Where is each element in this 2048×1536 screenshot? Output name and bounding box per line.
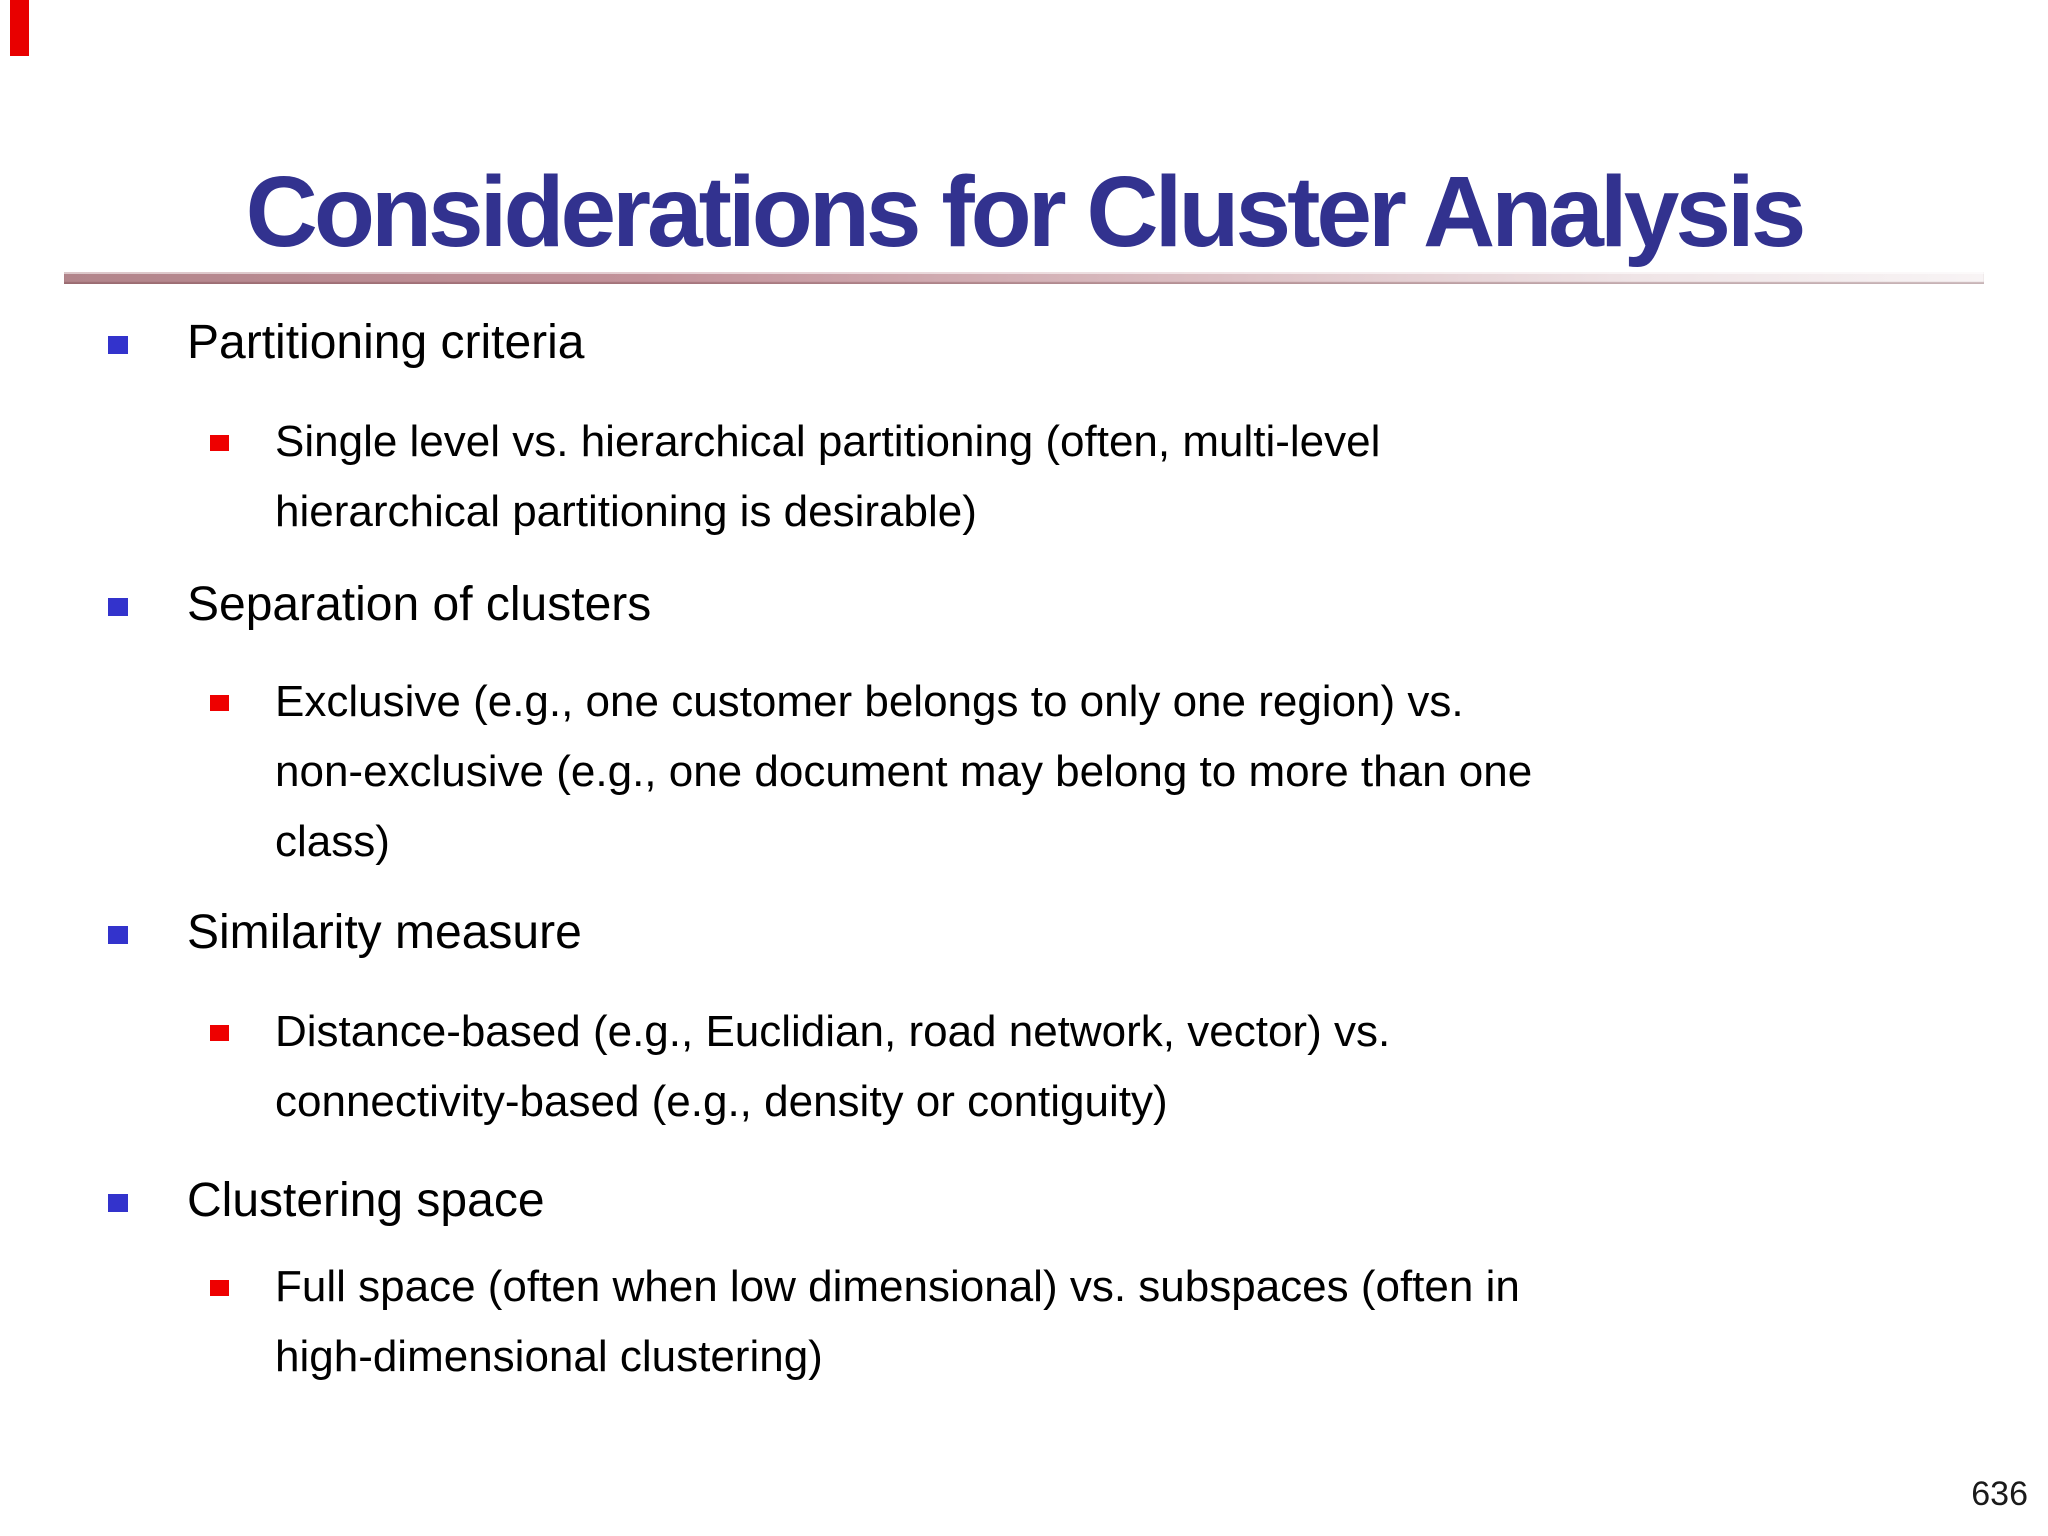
sub-bullet-line: hierarchical partitioning is desirable) bbox=[275, 487, 977, 536]
square-bullet-icon bbox=[108, 926, 128, 944]
sub-bullet-line: class) bbox=[275, 817, 390, 866]
bullet-item-level2: Distance-based (e.g., Euclidian, road ne… bbox=[0, 997, 2048, 1137]
sub-bullet-line: high-dimensional clustering) bbox=[275, 1332, 823, 1381]
bullet-label: Partitioning criteria bbox=[187, 316, 585, 369]
square-sub-bullet-icon bbox=[210, 1280, 229, 1296]
corner-accent-bar bbox=[10, 0, 29, 56]
bullet-label: Separation of clusters bbox=[187, 578, 652, 631]
square-bullet-icon bbox=[108, 1194, 128, 1212]
sub-bullet-line: Single level vs. hierarchical partitioni… bbox=[275, 417, 1381, 466]
bullet-item-level1: Clustering space bbox=[0, 1170, 2048, 1232]
bullet-item-level2: Single level vs. hierarchical partitioni… bbox=[0, 407, 2048, 547]
square-bullet-icon bbox=[108, 598, 128, 616]
square-bullet-icon bbox=[108, 336, 128, 354]
title-underline-rule bbox=[64, 272, 1984, 284]
bullet-item-level1: Separation of clusters bbox=[0, 574, 2048, 636]
sub-bullet-line: Distance-based (e.g., Euclidian, road ne… bbox=[275, 1007, 1391, 1056]
square-sub-bullet-icon bbox=[210, 1025, 229, 1041]
sub-bullet-line: connectivity-based (e.g., density or con… bbox=[275, 1077, 1168, 1126]
sub-bullet-line: Exclusive (e.g., one customer belongs to… bbox=[275, 677, 1464, 726]
slide-title: Considerations for Cluster Analysis bbox=[245, 156, 1807, 268]
bullet-item-level2: Exclusive (e.g., one customer belongs to… bbox=[0, 667, 2048, 877]
bullet-item-level1: Similarity measure bbox=[0, 902, 2048, 964]
sub-bullet-text: Full space (often when low dimensional) … bbox=[275, 1252, 1520, 1392]
bullet-item-level2: Full space (often when low dimensional) … bbox=[0, 1252, 2048, 1392]
sub-bullet-text: Single level vs. hierarchical partitioni… bbox=[275, 407, 1380, 547]
bullet-label: Similarity measure bbox=[187, 906, 582, 959]
bullet-label: Clustering space bbox=[187, 1174, 545, 1227]
sub-bullet-line: Full space (often when low dimensional) … bbox=[275, 1262, 1520, 1311]
sub-bullet-text: Exclusive (e.g., one customer belongs to… bbox=[275, 667, 1532, 877]
sub-bullet-line: non-exclusive (e.g., one document may be… bbox=[275, 747, 1533, 796]
square-sub-bullet-icon bbox=[210, 695, 229, 711]
square-sub-bullet-icon bbox=[210, 435, 229, 451]
sub-bullet-text: Distance-based (e.g., Euclidian, road ne… bbox=[275, 997, 1390, 1137]
page-number: 636 bbox=[1971, 1475, 2028, 1513]
bullet-item-level1: Partitioning criteria bbox=[0, 312, 2048, 374]
